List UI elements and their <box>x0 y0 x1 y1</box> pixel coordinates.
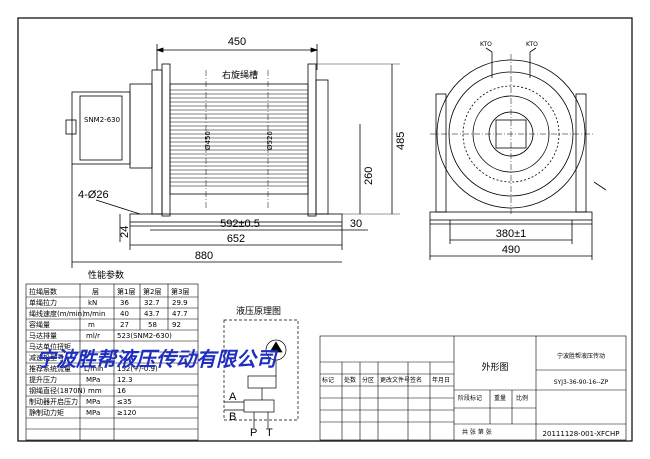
stage-label: 阶段标记 <box>458 394 482 402</box>
table-cell: 43.7 <box>144 310 160 318</box>
table-cell: 制动器开启压力 <box>29 397 78 406</box>
dim-30: 30 <box>350 218 362 230</box>
title-block <box>319 335 627 441</box>
table-cell: 单绳拉力 <box>29 298 57 307</box>
dim-490: 490 <box>502 244 520 256</box>
table-cell: 绳线速度(m/min) <box>29 309 85 318</box>
table-cell: 152(+/-0.9) <box>117 365 158 373</box>
table-cell: 16 <box>117 387 126 395</box>
table-cell: ≥120 <box>117 409 136 417</box>
table-cell: MPa <box>86 398 100 406</box>
table-cell: 523(SNM2-630) <box>117 332 172 340</box>
dim-450: 450 <box>228 36 246 48</box>
params-title: 性能参数 <box>88 269 124 281</box>
table-cell: 提升压力 <box>29 375 57 384</box>
col-label: 分区 <box>362 376 374 384</box>
sheet-border <box>17 17 633 442</box>
dim-880: 880 <box>195 250 213 262</box>
col-label: 标记 <box>322 376 334 384</box>
table-cell: 钢绳直径(1870N) <box>29 386 86 395</box>
dim-24: 24 <box>119 226 131 238</box>
table-header: 层 <box>92 288 99 296</box>
scale-label: 比例 <box>516 394 528 402</box>
port-label-right: KTO <box>526 41 538 48</box>
table-header: 第2层 <box>143 287 161 296</box>
hydraulic-schematic <box>223 319 299 428</box>
table-cell: mm <box>88 387 102 395</box>
col-label: 年月日 <box>432 376 450 384</box>
dim-phi450: Ø450 <box>204 131 212 150</box>
port-t: T <box>266 427 273 439</box>
table-cell: kN <box>88 299 97 307</box>
table-cell: 29.9 <box>172 299 188 307</box>
table-cell: 47.7 <box>172 310 188 318</box>
port-a: A <box>229 391 237 403</box>
drum-label: 右旋绳槽 <box>222 69 258 81</box>
table-cell: 32.7 <box>144 299 160 307</box>
weight-label: 重量 <box>494 394 506 402</box>
drawing-number: 20111128-001-XFCHP <box>543 430 620 438</box>
part-number: SYJ3-36-90-16--ZP <box>554 379 609 386</box>
table-cell: MPa <box>86 409 100 417</box>
front-view <box>65 44 400 268</box>
col-label: 处数 <box>344 376 356 384</box>
hydraulic-title: 液压原理图 <box>236 305 281 317</box>
port-p: P <box>250 427 257 439</box>
bolt-holes-label: 4-Ø26 <box>78 189 109 201</box>
gearbox-label: SNM2-630 <box>84 116 120 124</box>
table-cell: ml/r <box>86 332 100 340</box>
table-header: 第3层 <box>171 287 189 296</box>
side-view <box>429 47 607 260</box>
table-cell: 27 <box>120 321 129 329</box>
table-header: 拉绳层数 <box>29 287 57 296</box>
params-table <box>25 283 199 441</box>
table-cell: 容绳量 <box>29 320 50 329</box>
dim-380: 380±1 <box>496 228 527 240</box>
table-cell: 40 <box>120 310 129 318</box>
company-watermark: 宁波胜帮液压传动有限公司 <box>36 347 279 371</box>
table-cell: 36 <box>120 299 129 307</box>
port-label-left: KTO <box>480 41 492 48</box>
dim-260: 260 <box>363 167 375 185</box>
dim-592: 592±0.5 <box>220 218 260 230</box>
table-cell: ≤35 <box>117 398 132 406</box>
sheet-label: 共 张 第 张 <box>462 428 492 436</box>
port-b: B <box>229 411 236 423</box>
dim-652: 652 <box>227 233 245 245</box>
dim-phi520: Ø520 <box>266 131 274 150</box>
table-cell: 静制动力矩 <box>29 408 64 417</box>
table-cell: MPa <box>86 376 100 384</box>
table-cell: L/min <box>84 365 103 373</box>
table-cell: 12.3 <box>117 376 133 384</box>
dim-485: 485 <box>395 132 407 150</box>
drawing-title: 外形图 <box>481 361 508 373</box>
col-label: 签名 <box>410 376 422 384</box>
table-cell: 58 <box>148 321 157 329</box>
params-table-text: 拉绳层数 层 第1层 第2层 第3层 单绳拉力 kN 36 32.7 29.9 … <box>29 287 189 417</box>
col-label: 更改文件号 <box>380 376 410 384</box>
table-cell: m/min <box>83 310 105 318</box>
table-cell: 马达排量 <box>29 331 57 340</box>
table-cell: 减速机型号 <box>29 353 64 362</box>
table-cell: 马达单位扭矩 <box>29 342 71 351</box>
table-cell: m <box>88 321 95 329</box>
table-header: 第1层 <box>117 287 135 296</box>
company-line: 宁波胜帮液压传动 <box>557 352 605 360</box>
table-cell: 92 <box>172 321 181 329</box>
table-cell: 推荐系统流量 <box>29 364 71 373</box>
